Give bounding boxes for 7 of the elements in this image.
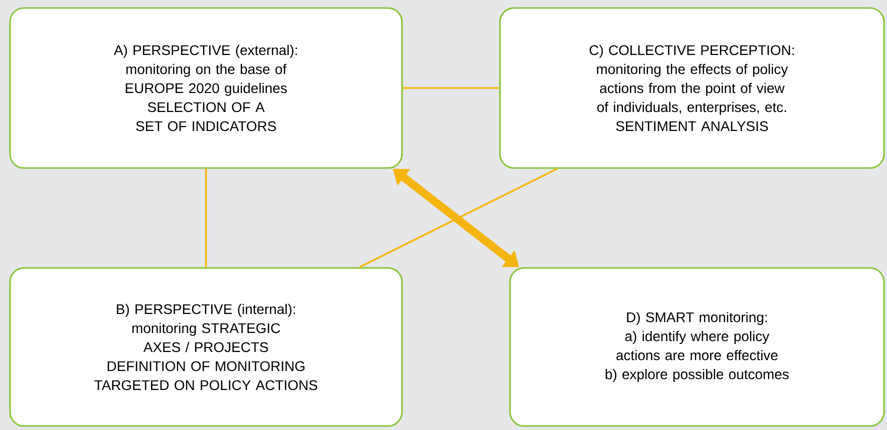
- connector-line: [402, 87, 500, 89]
- connector-line: [359, 168, 558, 268]
- connector-line: [205, 168, 207, 268]
- text-box: A) PERSPECTIVE (external): monitoring on the base of EUROPE 2020 guidelines SELECTION OF A SET OF INDICATORS: [9, 7, 403, 169]
- text-box: C) COLLECTIVE PERCEPTION: monitoring the effects of policy actions from the point of view of individuals, enterprises, etc. SENTIMENT ANALYSIS: [499, 7, 885, 169]
- text-box: B) PERSPECTIVE (internal): monitoring STRATEGIC AXES / PROJECTS DEFINITION OF MONITORING TARGETED ON POLICY ACTIONS: [9, 267, 403, 427]
- text-box: D) SMART monitoring: a) identify where policy actions are more effective b) explore possible outcomes: [509, 267, 885, 427]
